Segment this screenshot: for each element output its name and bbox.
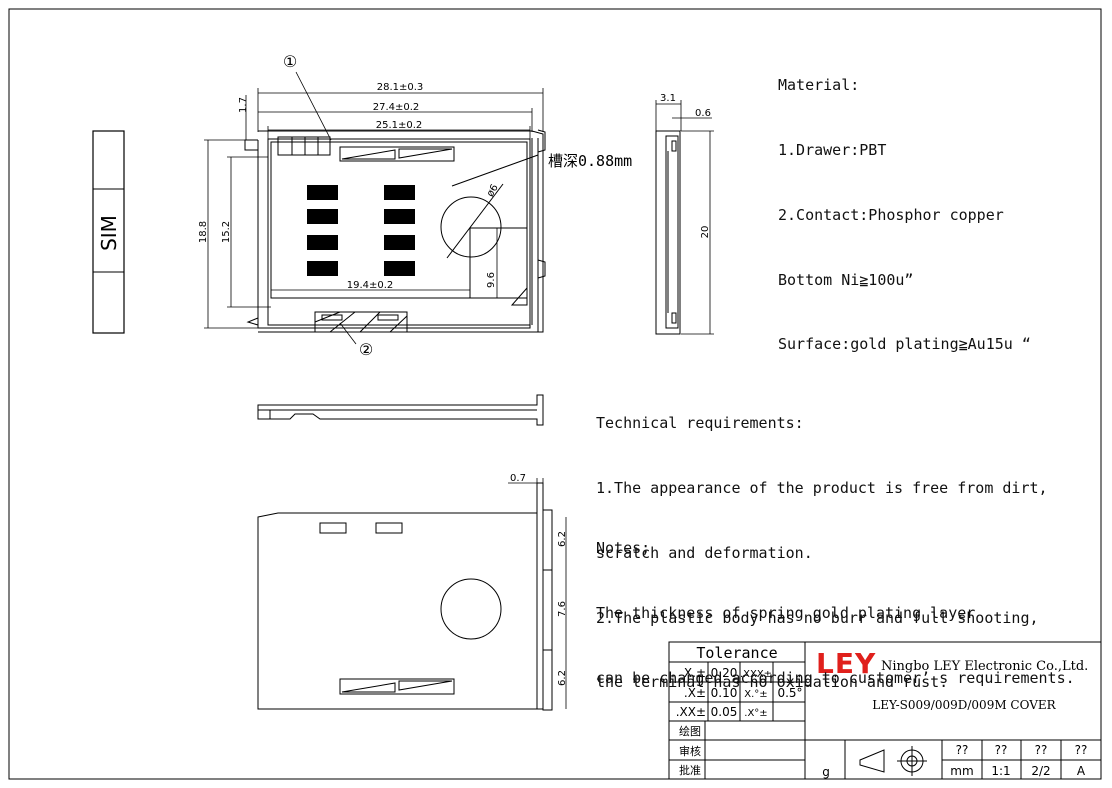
title-block bbox=[668, 641, 1102, 780]
notes-line-2: can be changed according to customer’ s … bbox=[596, 668, 1075, 687]
company-name: Ningbo LEY Electronic Co.,Ltd. bbox=[881, 659, 1088, 674]
material-line-1: 1.Drawer:PBT bbox=[778, 140, 887, 159]
notes-block: Notes; The thickness of spring gold plat… bbox=[596, 495, 1075, 711]
dim-7-6: 7.6 bbox=[557, 601, 568, 617]
dim-phi6: ø6 bbox=[485, 183, 501, 199]
contact-pads bbox=[307, 185, 415, 276]
technical-line-4: the terminal has no oxidation and rust. bbox=[596, 673, 949, 692]
callouts: ① ② 槽深0.88mm bbox=[283, 52, 632, 359]
drawing-border bbox=[8, 8, 1102, 780]
bottom-view-dimension-text: 0.7 6.2 7.6 6.2 bbox=[510, 473, 568, 686]
dim-6-2-bottom: 6.2 bbox=[557, 670, 568, 686]
technical-line-1: 1.The appearance of the product is free … bbox=[596, 478, 1048, 497]
unit-g: g bbox=[822, 765, 830, 779]
qq-1: ?? bbox=[956, 743, 969, 757]
technical-line-3: 2.The plastic body has no burr and full … bbox=[596, 608, 1039, 627]
unit-mm: mm bbox=[950, 764, 973, 778]
ley-logo: LEY bbox=[816, 647, 876, 680]
tol-r1c1: 0.10 bbox=[711, 686, 738, 700]
scale: 1:1 bbox=[991, 764, 1010, 778]
tol-r1c0: .X± bbox=[684, 686, 706, 700]
tol-r2c0: .XX± bbox=[676, 705, 706, 719]
sheet: 2/2 bbox=[1031, 764, 1050, 778]
qq-3: ?? bbox=[1035, 743, 1048, 757]
bottom-view bbox=[257, 478, 567, 711]
dim-19-4: 19.4±0.2 bbox=[347, 280, 394, 291]
label-drawn: 绘图 bbox=[679, 724, 701, 738]
qq-2: ?? bbox=[995, 743, 1008, 757]
tol-r0c2: .XXX± bbox=[740, 669, 772, 680]
material-block: Material: 1.Drawer:PBT 2.Contact:Phospho… bbox=[778, 32, 1031, 378]
label-checked: 审核 bbox=[679, 744, 701, 758]
tol-r1c3: 0.5° bbox=[777, 686, 802, 700]
tol-r2c2: .X°± bbox=[744, 708, 767, 719]
dim-0-7: 0.7 bbox=[510, 473, 526, 484]
technical-line-2: scratch and deformation. bbox=[596, 543, 813, 562]
top-view-dimensions bbox=[204, 71, 544, 345]
tol-r2c1: 0.05 bbox=[711, 705, 738, 719]
dim-25-1: 25.1±0.2 bbox=[376, 120, 423, 131]
notes-title: Notes; bbox=[596, 539, 651, 558]
dim-28-1: 28.1±0.3 bbox=[377, 82, 424, 93]
dim-6-2-top: 6.2 bbox=[557, 531, 568, 547]
callout-2: ② bbox=[359, 340, 373, 359]
sim-label: SIM bbox=[97, 215, 121, 251]
notes-line-1: The thickness of spring gold plating lay… bbox=[596, 603, 976, 622]
technical-title: Technical requirements: bbox=[596, 414, 804, 433]
tol-r0c0: X.± bbox=[684, 666, 706, 680]
label-approved: 批准 bbox=[679, 763, 701, 777]
material-line-3: Bottom Ni≧100u” bbox=[778, 270, 914, 289]
sim-strip: SIM bbox=[92, 130, 125, 334]
technical-requirements-block: Technical requirements: 1.The appearance… bbox=[596, 370, 1048, 716]
dim-1-7: 1.7 bbox=[238, 97, 249, 113]
material-line-2: 2.Contact:Phosphor copper bbox=[778, 205, 1004, 224]
dim-0-6: 0.6 bbox=[695, 108, 711, 119]
tol-r0c1: 0.20 bbox=[711, 666, 738, 680]
tolerance-heading: Tolerance bbox=[696, 644, 777, 662]
callout-1: ① bbox=[283, 52, 297, 71]
dim-20: 20 bbox=[700, 226, 711, 239]
material-line-4: Surface:gold plating≧Au15u “ bbox=[778, 335, 1031, 354]
revision: A bbox=[1077, 764, 1086, 778]
dim-9-6: 9.6 bbox=[486, 272, 497, 288]
top-view-dimension-text: 28.1±0.3 27.4±0.2 25.1±0.2 1.7 18.8 15.2… bbox=[198, 82, 501, 291]
groove-depth-label: 槽深0.88mm bbox=[548, 152, 632, 170]
material-title: Material: bbox=[778, 76, 860, 95]
front-view bbox=[257, 394, 544, 426]
side-view-dimension-text: 3.1 0.6 20 bbox=[660, 93, 711, 238]
top-view bbox=[244, 129, 546, 333]
dim-15-2: 15.2 bbox=[221, 221, 232, 243]
tol-r1c2: X.°± bbox=[744, 689, 767, 700]
dim-18-8: 18.8 bbox=[198, 221, 209, 243]
dim-3-1: 3.1 bbox=[660, 93, 676, 104]
dim-27-4: 27.4±0.2 bbox=[373, 102, 420, 113]
title-block-text: Tolerance X.± 0.20 .XXX± .X± 0.10 X.°± 0… bbox=[676, 644, 1089, 779]
qq-4: ?? bbox=[1075, 743, 1088, 757]
side-view bbox=[655, 100, 714, 335]
part-number: LEY-S009/009D/009M COVER bbox=[872, 698, 1056, 712]
